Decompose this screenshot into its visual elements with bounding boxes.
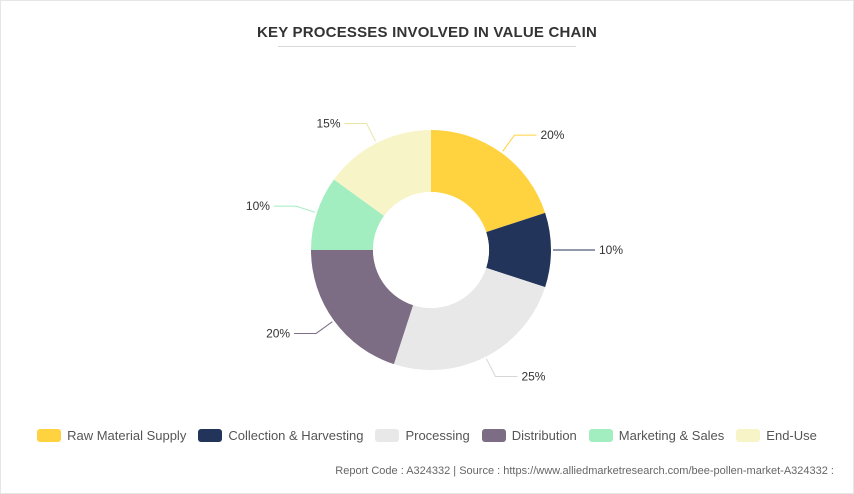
source-footer: Report Code : A324332 | Source : https:/… (335, 465, 834, 477)
leader-line (485, 358, 518, 378)
legend-label: Processing (405, 428, 470, 443)
leader-line (273, 205, 316, 213)
slice-raw-material-supply (431, 130, 546, 233)
donut-hole (373, 192, 489, 308)
legend-swatch (198, 429, 223, 442)
legend-label: Collection & Harvesting (228, 428, 364, 443)
legend-swatch (736, 429, 761, 442)
legend-item[interactable]: End-Use (736, 428, 817, 443)
legend-label: End-Use (766, 428, 817, 443)
leader-line (502, 134, 537, 152)
legend-label: Raw Material Supply (67, 428, 187, 443)
leader-line (294, 321, 333, 334)
data-label: 15% (317, 116, 341, 130)
legend-swatch (37, 429, 62, 442)
legend-swatch (588, 429, 613, 442)
slice-end-use (333, 130, 431, 216)
legend-swatch (481, 429, 506, 442)
legend-item[interactable]: Processing (375, 428, 470, 443)
data-label: 10% (246, 199, 270, 213)
legend-label: Marketing & Sales (618, 428, 725, 443)
slice-marketing-sales (311, 179, 385, 250)
data-label: 10% (599, 243, 623, 257)
legend-swatch (375, 429, 400, 442)
slice-processing (393, 267, 546, 370)
legend-item[interactable]: Collection & Harvesting (198, 428, 363, 443)
leader-line (344, 122, 377, 142)
title-underline (278, 46, 576, 47)
chart-title: KEY PROCESSES INVOLVED IN VALUE CHAIN (257, 24, 597, 41)
slice-distribution (311, 250, 414, 365)
slice-collection-harvesting (486, 212, 551, 288)
legend-item[interactable]: Distribution (481, 428, 577, 443)
chart-legend: Raw Material Supply Collection & Harvesti… (0, 428, 854, 443)
data-label: 20% (266, 326, 290, 340)
legend-label: Distribution (511, 428, 577, 443)
data-label: 20% (540, 128, 564, 142)
legend-item[interactable]: Marketing & Sales (588, 428, 725, 443)
data-label: 25% (521, 370, 545, 384)
legend-item[interactable]: Raw Material Supply (37, 428, 186, 443)
